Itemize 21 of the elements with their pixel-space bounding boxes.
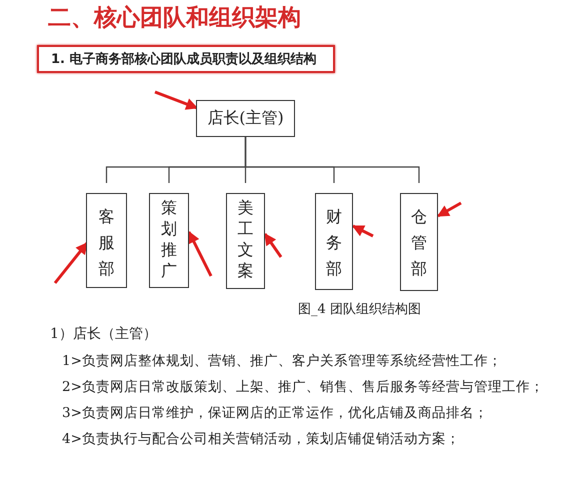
duty-item: 4>负责执行与配合公司相关营销活动，策划店铺促销活动方案； <box>62 430 460 448</box>
pointer-arrow <box>154 90 198 110</box>
duty-item: 3>负责网店日常维护，保证网店的正常运作，优化店铺及商品排名； <box>62 404 488 422</box>
department-box: 财务部 <box>315 193 353 290</box>
department-box: 客服部 <box>86 193 127 288</box>
department-box: 美工文案 <box>226 193 265 289</box>
figure-caption: 图_4 团队组织结构图 <box>298 301 421 318</box>
heading-box: 1. 电子商务部核心团队成员职责以及组织结构 <box>37 45 335 73</box>
duty-item: 1>负责网店整体规划、营销、推广、客户关系管理等系统经营性工作； <box>62 352 502 370</box>
duty-item: 2>负责网店日常改版策划、上架、推广、销售、售后服务等经营与管理工作； <box>62 378 544 396</box>
pointer-arrow <box>264 233 282 258</box>
title: 二、核心团队和组织架构 <box>48 4 301 33</box>
connector-line <box>244 137 420 183</box>
pointer-arrow <box>436 202 462 218</box>
section-heading: 1）店长（主管） <box>50 325 157 343</box>
department-box: 策划推广 <box>149 193 189 288</box>
manager-box: 店长(主管) <box>196 100 295 137</box>
pointer-arrow <box>352 224 374 238</box>
department-box: 仓管部 <box>400 193 438 291</box>
pointer-arrow <box>188 230 212 277</box>
pointer-arrow <box>54 242 88 284</box>
